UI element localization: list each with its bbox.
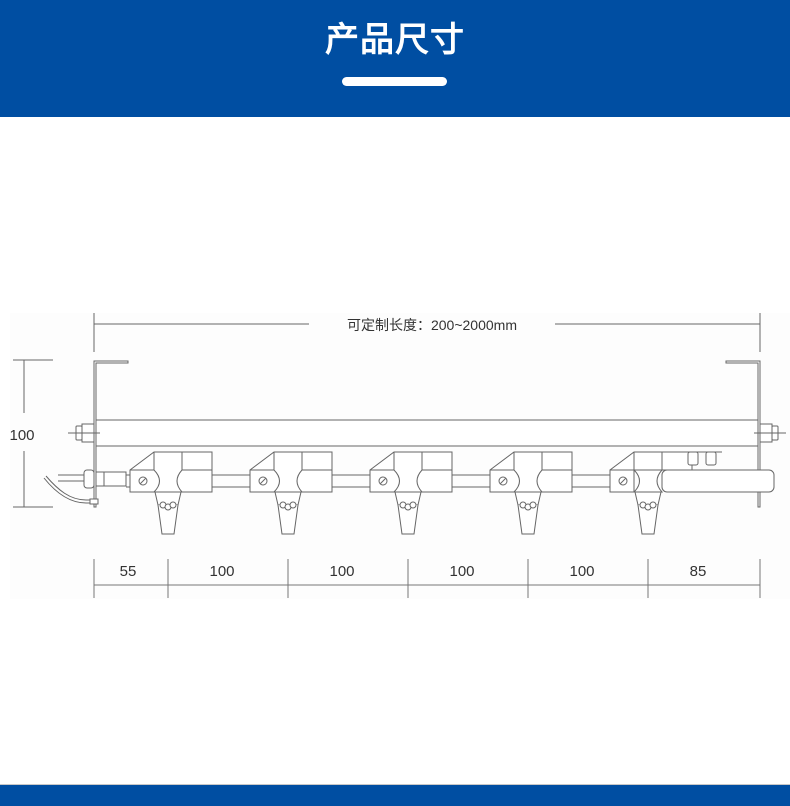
title-underline-decoration — [342, 77, 447, 86]
spacing-label: 100 — [569, 563, 594, 580]
nozzle-unit-end — [609, 451, 775, 535]
nozzle-unit — [489, 451, 573, 535]
spacing-label: 100 — [449, 563, 474, 580]
length-dimension-label: 可定制长度：200~2000mm — [347, 317, 517, 333]
nozzle-unit — [129, 451, 213, 535]
spacing-label: 100 — [329, 563, 354, 580]
nozzle-unit — [249, 451, 333, 535]
spacing-label: 85 — [690, 563, 707, 580]
nozzle-unit — [369, 451, 453, 535]
spacing-label: 55 — [120, 563, 137, 580]
footer-bar — [0, 784, 790, 806]
height-dimension-label: 100 — [9, 427, 34, 444]
header-banner: 产品尺寸 — [0, 0, 790, 117]
page-title: 产品尺寸 — [325, 20, 465, 60]
spacing-label: 100 — [209, 563, 234, 580]
